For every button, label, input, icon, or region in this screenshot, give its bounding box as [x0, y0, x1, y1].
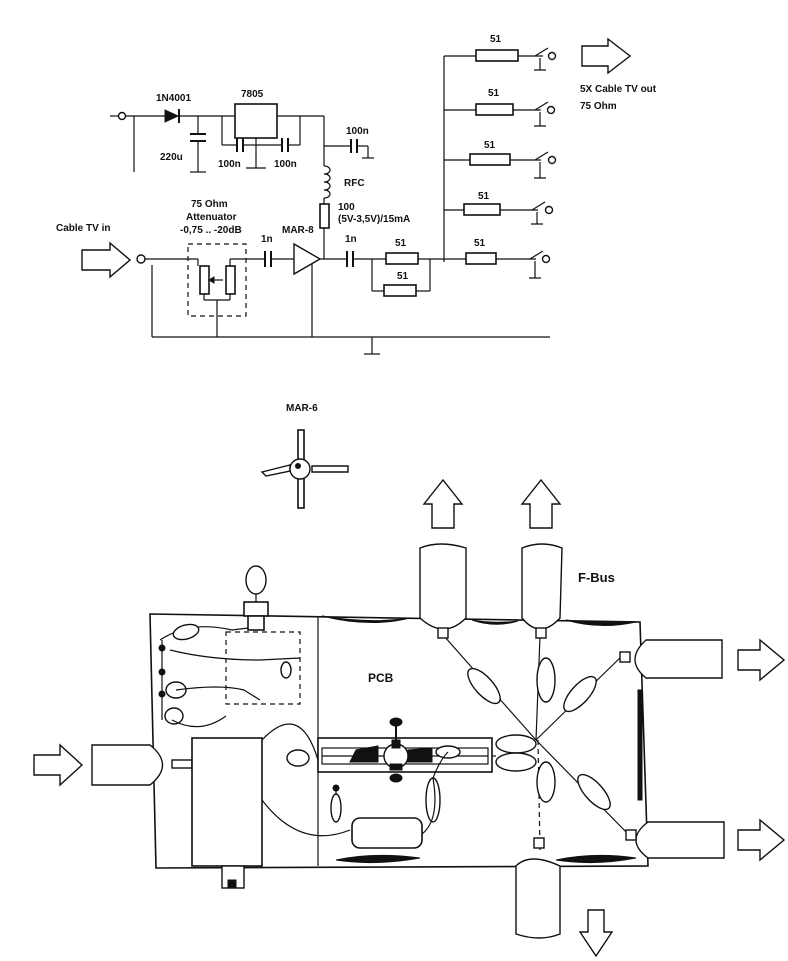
- capacitor-100n-in: [221, 116, 256, 152]
- output-resistor-label-2: 51: [488, 88, 500, 99]
- mar6-package: MAR-6: [260, 403, 349, 509]
- parallel-r1-label: 51: [395, 238, 407, 249]
- output-resistor-label-3: 51: [484, 140, 496, 151]
- splitter-hub: [443, 635, 631, 851]
- attenuator-box: [187, 243, 247, 317]
- bottom-output-arrow: [578, 909, 614, 958]
- output-resistor-label-1: 51: [490, 34, 502, 45]
- capacitor-1n-in-label: 1n: [261, 234, 273, 245]
- right-output-arrow-1: [737, 638, 786, 682]
- power-input-terminal: [110, 111, 165, 172]
- output-arrow: [581, 37, 632, 75]
- capacitor-100n-in-label: 100n: [218, 159, 241, 170]
- output-label-1: 5X Cable TV out: [580, 84, 657, 95]
- capacitor-100n-bypass: [324, 139, 374, 159]
- bias-resistor: [319, 203, 330, 229]
- input-connector: [136, 254, 146, 264]
- left-board-parts: [158, 623, 351, 837]
- pcb-lower-parts: [330, 751, 449, 849]
- input-arrow: [81, 241, 132, 279]
- bus-label: F-Bus: [578, 570, 615, 585]
- output-resistor-label-4: 51: [478, 191, 490, 202]
- bias-resistor-label-2: (5V-3,5V)/15mA: [338, 214, 410, 225]
- output-label-2: 75 Ohm: [580, 101, 617, 112]
- output-resistors: [444, 47, 557, 279]
- parallel-resistors: [371, 252, 444, 297]
- diode-label: 1N4001: [156, 93, 191, 104]
- parallel-r2-label: 51: [397, 271, 409, 282]
- output-resistor-label-5: 51: [474, 238, 486, 249]
- input-label: Cable TV in: [56, 223, 110, 234]
- enclosure-edge-marks: [321, 615, 643, 864]
- rfc-label: RFC: [344, 178, 365, 189]
- capacitor-1n-in: [264, 251, 294, 267]
- input-f-connector: [91, 744, 164, 786]
- capacitor-100n-out: [256, 116, 301, 152]
- right-connectors: [619, 638, 786, 862]
- capacitor-220u: [190, 116, 206, 173]
- top-output-arrow-2: [520, 478, 562, 529]
- ground-bus: [152, 336, 550, 355]
- top-connectors: [419, 478, 563, 639]
- capacitor-100n-out-label: 100n: [274, 159, 297, 170]
- supply-feedthrough: [243, 565, 269, 631]
- regulator-label: 7805: [241, 89, 264, 100]
- rfc-inductor: [323, 165, 331, 199]
- regulator-7805: [234, 103, 278, 139]
- right-output-arrow-2: [737, 818, 786, 862]
- diode-1n4001: [164, 109, 238, 123]
- bias-resistor-label-1: 100: [338, 202, 355, 213]
- amplifier-strip: [286, 717, 493, 783]
- attenuator-potentiometers: [197, 258, 264, 337]
- bottom-connector: [515, 837, 614, 958]
- capacitor-220u-label: 220u: [160, 152, 183, 163]
- layout-drawing: F-Bus PCB: [33, 478, 786, 958]
- dashed-region: [225, 631, 301, 705]
- pcb-label: PCB: [368, 671, 394, 685]
- capacitor-100n-bypass-label: 100n: [346, 126, 369, 137]
- component-block: [191, 737, 263, 867]
- top-output-arrow-1: [422, 478, 464, 529]
- capacitor-1n-out: [346, 251, 386, 267]
- attenuator-label-2: Attenuator: [186, 212, 237, 223]
- layout-input-arrow: [33, 743, 84, 787]
- attenuator-label-1: 75 Ohm: [191, 199, 228, 210]
- package-label: MAR-6: [286, 403, 318, 414]
- amplifier-label: MAR-8: [282, 225, 314, 236]
- amplifier-mar8: [293, 242, 322, 276]
- capacitor-1n-out-label: 1n: [345, 234, 357, 245]
- attenuator-label-3: -0,75 .. -20dB: [180, 225, 242, 236]
- schematic: 1N4001 220u 7805 100n: [56, 34, 657, 355]
